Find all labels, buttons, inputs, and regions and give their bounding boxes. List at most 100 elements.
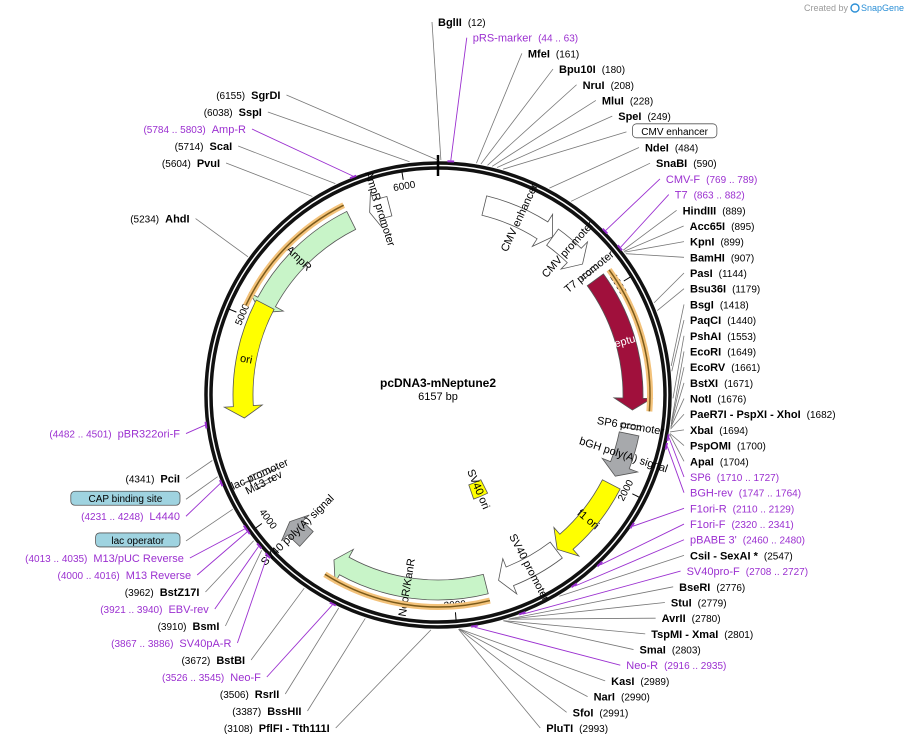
site-label-pspomi[interactable]: PspOMI(1700) — [690, 441, 766, 453]
site-label-pluti[interactable]: PluTI(2993) — [546, 723, 608, 735]
site-label-bstbi[interactable]: (3672)BstBI — [181, 655, 245, 667]
site-label-tspmi-xmai[interactable]: TspMI - XmaI(2801) — [651, 629, 753, 641]
site-label-bstxi[interactable]: BstXI(1671) — [690, 378, 753, 390]
site-label-ecori[interactable]: EcoRI(1649) — [690, 346, 756, 358]
site-label-sspi[interactable]: (6038)SspI — [204, 107, 262, 119]
feature-sv40-poly-a-signal[interactable] — [281, 514, 314, 547]
map-center: pcDNA3-mNeptune2 6157 bp — [380, 376, 496, 403]
primer-label-t7[interactable]: T7(863 .. 882) — [675, 190, 745, 202]
site-label-bsu36i[interactable]: Bsu36I(1179) — [690, 284, 760, 296]
site-label-bsgi[interactable]: BsgI(1418) — [690, 299, 749, 311]
boxed-feature-cap-binding-site[interactable] — [70, 490, 181, 506]
site-label-pshai[interactable]: PshAI(1553) — [690, 331, 756, 343]
site-coord: (899) — [720, 238, 743, 249]
site-label-xbai[interactable]: XbaI(1694) — [690, 425, 748, 437]
site-label-snabi[interactable]: SnaBI(590) — [656, 158, 717, 170]
site-label-apai[interactable]: ApaI(1704) — [690, 456, 749, 468]
primer-label-pbabe-3[interactable]: pBABE 3'(2460 .. 2480) — [690, 535, 805, 547]
site-leader-bsshii — [307, 618, 366, 712]
site-label-avrii[interactable]: AvrII(2780) — [662, 613, 721, 625]
primer-label-neo-f[interactable]: (3526 .. 3545)Neo-F — [162, 672, 261, 684]
primer-leader-cmv-f — [605, 178, 661, 231]
primer-site-ebv-rev — [256, 542, 263, 550]
feature-bgh-poly-a-signal[interactable] — [601, 431, 640, 477]
feature-sp6-promoter[interactable] — [619, 422, 642, 431]
feature-ampr[interactable] — [248, 210, 357, 314]
site-label-bglii[interactable]: BglII(12) — [438, 17, 486, 29]
boxed-feature-lac-operator[interactable] — [95, 532, 181, 548]
site-label-kasi[interactable]: KasI(2989) — [611, 676, 669, 688]
primer-label-pbr322ori-f[interactable]: (4482 .. 4501)pBR322ori-F — [49, 429, 180, 441]
site-coord: (484) — [675, 144, 698, 155]
primer-label-cmv-f[interactable]: CMV-F(769 .. 789) — [666, 174, 757, 186]
site-coord: (590) — [693, 159, 716, 170]
site-label-rsrii[interactable]: (3506)RsrII — [220, 689, 279, 701]
site-label-ecorv[interactable]: EcoRV(1661) — [690, 362, 760, 374]
primer-label-amp-r[interactable]: (5784 .. 5803)Amp-R — [143, 124, 246, 136]
primer-label-sv40pro-f[interactable]: SV40pro-F(2708 .. 2727) — [687, 566, 808, 578]
site-label-nrui[interactable]: NruI(208) — [583, 80, 634, 92]
site-label-pcii[interactable]: (4341)PciI — [126, 474, 180, 486]
primer-label-m13-puc-reverse[interactable]: (4013 .. 4035)M13/pUC Reverse — [25, 553, 184, 565]
site-label-noti[interactable]: NotI(1676) — [690, 394, 746, 406]
site-label-sgrdi[interactable]: (6155)SgrDI — [216, 90, 280, 102]
feature-neor-kanr[interactable] — [333, 548, 489, 601]
site-name: AvrII — [662, 613, 686, 625]
feature-f1-ori[interactable] — [553, 479, 621, 557]
primer-label-ebv-rev[interactable]: (3921 .. 3940)EBV-rev — [100, 604, 209, 616]
site-label-stui[interactable]: StuI(2779) — [671, 597, 727, 609]
primer-label-bgh-rev[interactable]: BGH-rev(1747 .. 1764) — [690, 488, 801, 500]
feature-cmv-promoter[interactable] — [546, 228, 589, 270]
feature-lac-promoter[interactable] — [242, 467, 278, 484]
site-label-scai[interactable]: (5714)ScaI — [175, 141, 233, 153]
feature-t7-promoter[interactable] — [580, 263, 600, 281]
site-label-smai[interactable]: SmaI(2803) — [640, 645, 701, 657]
primer-label-sp6[interactable]: SP6(1710 .. 1727) — [690, 472, 779, 484]
site-label-spei[interactable]: SpeI(249) — [618, 111, 671, 123]
site-label-mfei[interactable]: MfeI(161) — [528, 48, 579, 60]
site-name: XbaI — [690, 425, 713, 437]
site-label-bamhi[interactable]: BamHI(907) — [690, 252, 754, 264]
site-label-bpu10i[interactable]: Bpu10I(180) — [559, 64, 625, 76]
site-leader-paqci — [671, 319, 685, 372]
site-label-ndei[interactable]: NdeI(484) — [645, 143, 698, 155]
primer-label-f1ori-r[interactable]: F1ori-R(2110 .. 2129) — [690, 503, 794, 515]
site-label-hindiii[interactable]: HindIII(889) — [683, 205, 746, 217]
primer-label-sv40pa-r[interactable]: (3867 .. 3886)SV40pA-R — [111, 638, 231, 650]
site-label-csii-sexai[interactable]: CsiI - SexAI *(2547) — [690, 550, 793, 562]
site-label-ahdi[interactable]: (5234)AhdI — [130, 214, 189, 226]
site-label-pvui[interactable]: (5604)PvuI — [162, 158, 220, 170]
feature-mneptune2[interactable] — [586, 273, 654, 411]
ruler-tick-1000 — [623, 276, 631, 282]
feature-sv40-promoter[interactable] — [498, 541, 563, 596]
site-label-bstz17i[interactable]: (3962)BstZ17I — [125, 587, 200, 599]
primer-label-l4440[interactable]: (4231 .. 4248)L4440 — [81, 511, 180, 523]
feature-ampr-promoter[interactable] — [369, 191, 393, 229]
site-label-bsmi[interactable]: (3910)BsmI — [158, 621, 220, 633]
site-label-pflfi-tth111i[interactable]: (3108)PflFI - Tth111I — [224, 723, 330, 735]
site-leader-pspomi — [669, 433, 685, 446]
primer-label-f1ori-f[interactable]: F1ori-F(2320 .. 2341) — [690, 519, 794, 531]
site-coord: (3672) — [181, 656, 210, 667]
site-label-acc65i[interactable]: Acc65I(895) — [690, 221, 755, 233]
primer-label-prs-marker[interactable]: pRS-marker(44 .. 63) — [473, 33, 578, 45]
site-label-paer7i-pspxi-xhoi[interactable]: PaeR7I - PspXI - XhoI(1682) — [690, 409, 836, 421]
feature-ori[interactable] — [222, 299, 275, 419]
site-name: BstZ17I — [160, 587, 200, 599]
site-label-pasi[interactable]: PasI(1144) — [690, 268, 747, 280]
site-coord: (2990) — [621, 693, 650, 704]
feature-m13-rev[interactable] — [253, 476, 275, 490]
site-label-kpni[interactable]: KpnI(899) — [690, 237, 744, 249]
primer-label-m13-reverse[interactable]: (4000 .. 4016)M13 Reverse — [57, 570, 191, 582]
site-label-sfoi[interactable]: SfoI(2991) — [573, 707, 629, 719]
feature-cmv-enhancer[interactable] — [481, 195, 554, 248]
feature-sv40-ori[interactable] — [468, 479, 489, 500]
site-label-bseri[interactable]: BseRI(2776) — [679, 582, 745, 594]
boxed-feature-cmv-enhancer[interactable] — [632, 123, 718, 139]
site-label-mlui[interactable]: MluI(228) — [602, 95, 653, 107]
site-label-paqci[interactable]: PaqCI(1440) — [690, 315, 756, 327]
site-label-nari[interactable]: NarI(2990) — [594, 692, 650, 704]
primer-label-neo-r[interactable]: Neo-R(2916 .. 2935) — [626, 660, 726, 672]
site-leader-rsrii — [284, 607, 340, 695]
site-label-bsshii[interactable]: (3387)BssHII — [232, 706, 301, 718]
